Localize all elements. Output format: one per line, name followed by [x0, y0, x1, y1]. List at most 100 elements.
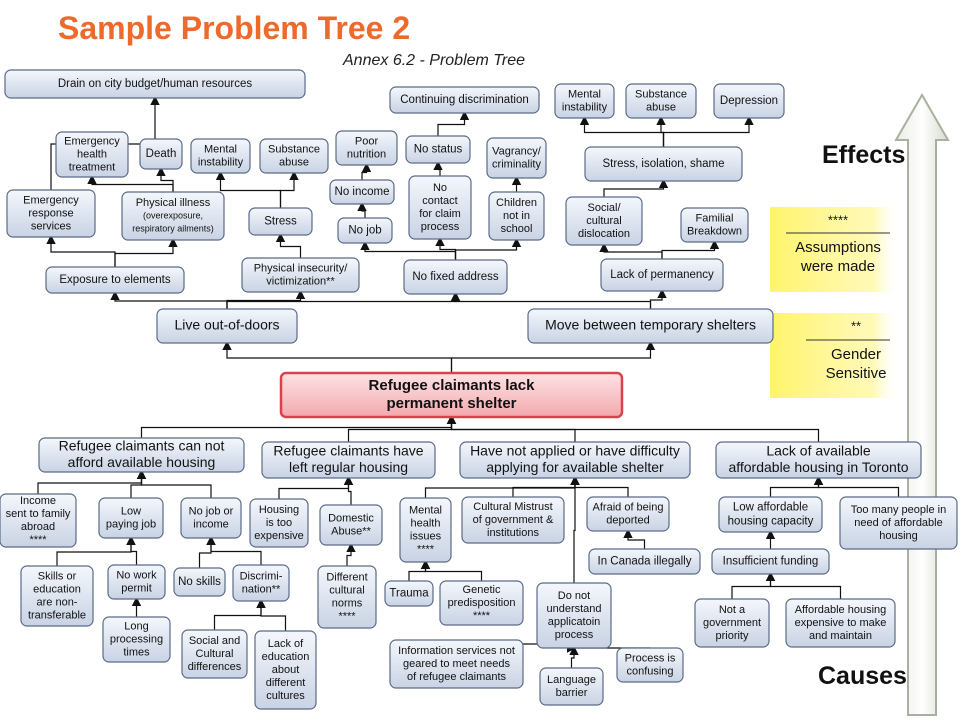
- node-label: instability: [198, 156, 244, 168]
- node-box: [785, 598, 896, 648]
- node-label: education: [262, 651, 310, 663]
- edge-connector: [512, 475, 580, 497]
- node-label: abroad: [21, 521, 55, 533]
- node-box: [389, 639, 524, 689]
- node-box: [536, 582, 612, 649]
- node-box: [249, 498, 309, 548]
- node-label: treatment: [69, 161, 115, 173]
- node-box: [98, 497, 164, 539]
- node-label: Substance: [635, 88, 687, 100]
- node-label: expensive: [254, 530, 304, 542]
- node-label: cultural: [329, 584, 364, 596]
- node-label: dislocation: [578, 228, 630, 240]
- node-label: Afraid of being: [593, 501, 664, 513]
- node-label: Cultural: [196, 648, 234, 660]
- node-in-canada: In Canada illegally: [588, 548, 701, 575]
- node-label: times: [123, 646, 150, 658]
- node-box: [248, 207, 313, 236]
- node-label: Housing: [259, 504, 299, 516]
- legend-line: Assumptions: [795, 239, 881, 256]
- edge-connector: [222, 340, 453, 373]
- node-box: [329, 179, 395, 205]
- node-label: Cultural Mistrust: [473, 501, 552, 513]
- edge-connector: [599, 242, 663, 259]
- node-label: Low affordable: [733, 502, 808, 514]
- node-label: Lack of: [268, 638, 304, 650]
- node-box: [4, 69, 306, 99]
- node-label: Continuing discrimination: [400, 94, 528, 106]
- node-box: [259, 138, 329, 174]
- node-box: [232, 564, 290, 602]
- node-label: No income: [335, 186, 390, 198]
- nodes-layer: Drain on city budget/human resourcesEmer…: [0, 69, 958, 710]
- page-title: Sample Problem Tree 2: [58, 10, 411, 46]
- edge-connector: [213, 598, 266, 630]
- edge-connector: [156, 166, 174, 192]
- node-box: [254, 630, 317, 710]
- node-label: In Canada illegally: [598, 556, 692, 568]
- node-vagrancy: Vagrancy/criminality: [486, 137, 547, 179]
- edge-connector: [649, 288, 667, 309]
- node-label: victimization**: [266, 275, 335, 287]
- node-label: and maintain: [809, 630, 872, 642]
- node-label: Mental: [204, 143, 237, 155]
- node-label: Refugee claimants can not: [59, 437, 225, 453]
- node-label: No skills: [178, 576, 221, 588]
- node-label: permanent shelter: [386, 395, 516, 412]
- node-no-fixed: No fixed address: [403, 259, 508, 295]
- node-box: [38, 437, 245, 473]
- node-label: Substance: [268, 143, 320, 155]
- node-label: of government &: [473, 514, 554, 526]
- edge-connector: [140, 414, 457, 438]
- node-label: Depression: [720, 95, 778, 107]
- node-box: [405, 135, 471, 164]
- node-label: Skills or: [38, 570, 77, 582]
- node-box: [317, 565, 377, 629]
- edge-connector: [361, 162, 372, 180]
- causes-label: Causes: [818, 662, 907, 690]
- node-box: [335, 130, 398, 166]
- node-live-out: Live out-of-doors: [156, 308, 298, 344]
- node-label: Physical insecurity/: [254, 262, 348, 274]
- node-label: priority: [715, 630, 749, 642]
- node-box: [680, 207, 749, 243]
- legend-assumptions: **** Assumptions were made: [770, 207, 900, 292]
- node-box: [173, 567, 226, 597]
- node-label: permit: [121, 582, 152, 594]
- node-lack-perm: Lack of permanency: [600, 258, 724, 292]
- node-no-income: No income: [329, 179, 395, 205]
- edge-connector: [110, 290, 228, 309]
- node-label: Domestic: [328, 512, 374, 524]
- edge-connector: [603, 178, 669, 197]
- node-label: services: [31, 220, 72, 232]
- node-box: [586, 496, 670, 532]
- node-label: Affordable housing: [795, 604, 887, 616]
- node-label: health: [77, 148, 107, 160]
- edge-connector: [450, 340, 656, 373]
- node-box: [337, 217, 393, 244]
- node-label: Information services not: [398, 645, 515, 657]
- node-box: [408, 175, 472, 240]
- node-label: Stress, isolation, shame: [602, 158, 724, 170]
- node-box: [279, 371, 624, 419]
- node-box: [839, 496, 958, 550]
- node-label: of refugee claimants: [407, 671, 507, 683]
- node-label: Live out-of-doors: [174, 317, 279, 333]
- node-label: Stress: [264, 216, 297, 228]
- node-box: [459, 441, 691, 479]
- node-label: applicatoin: [548, 616, 601, 628]
- node-label: paying job: [106, 518, 156, 530]
- node-label: Emergency: [64, 135, 120, 147]
- node-box: [584, 146, 743, 182]
